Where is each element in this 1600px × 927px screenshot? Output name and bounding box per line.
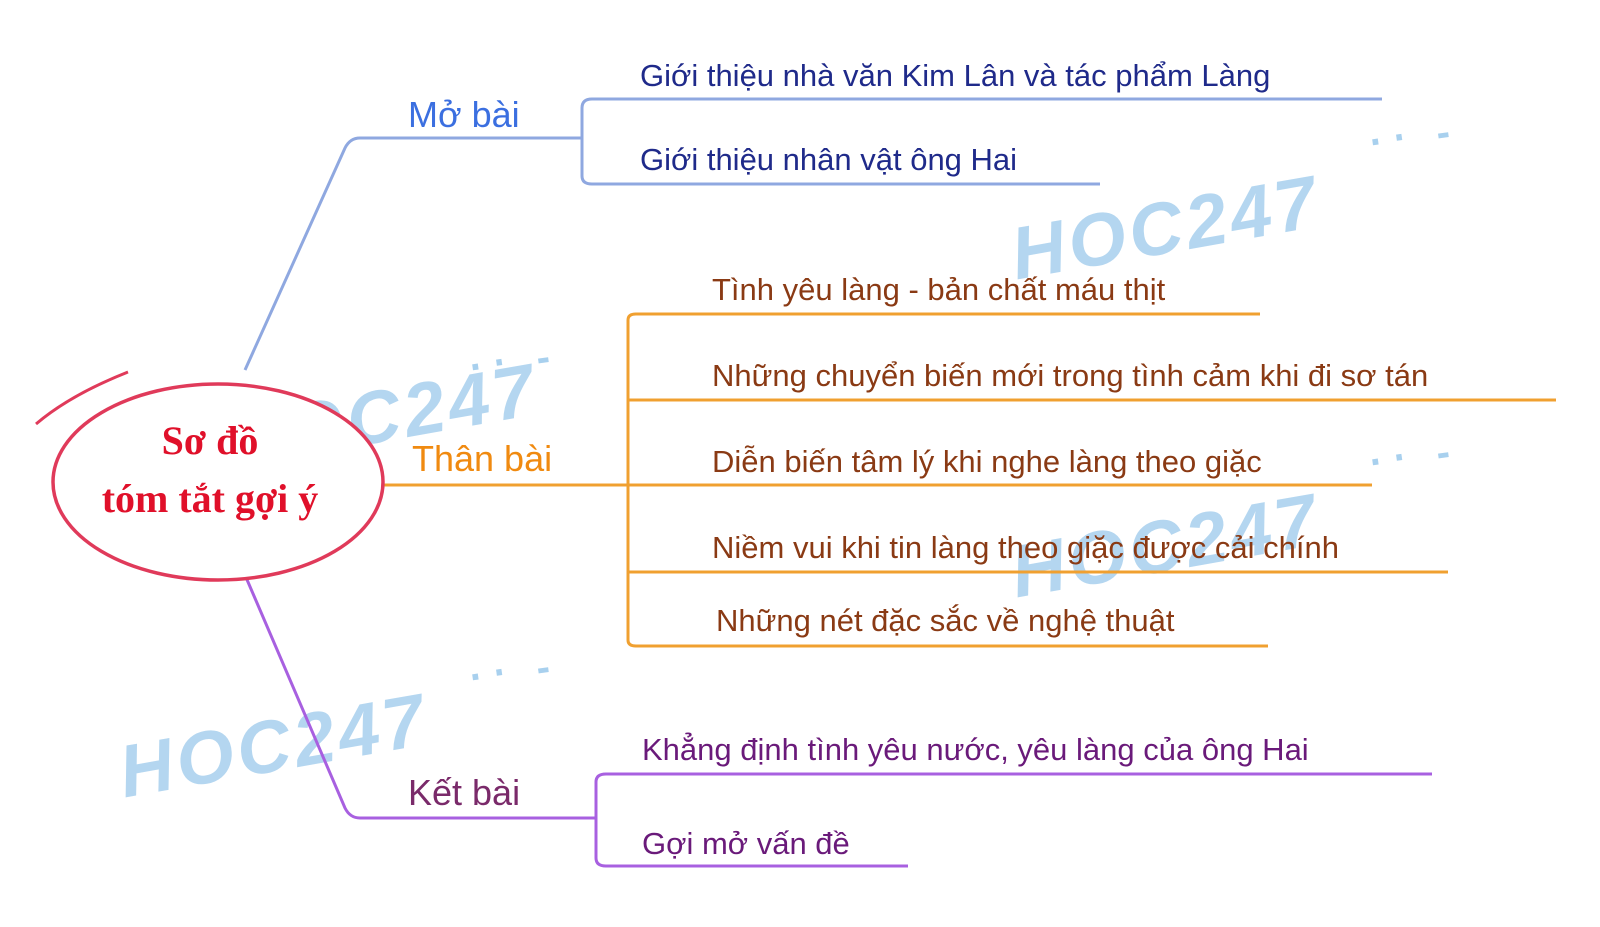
ket-bai-item-1: Khẳng định tình yêu nước, yêu làng của ô… [642,732,1309,767]
branch-label-ket-bai: Kết bài [408,772,521,813]
than-bai-line-1 [626,312,1260,321]
center-ellipse [51,382,385,582]
ket-bai-trunk [243,574,596,820]
center-node [35,370,385,582]
than-bai-item-5: Những nét đặc sắc về nghệ thuật [716,603,1175,638]
mo-bai-fork [580,97,1382,138]
center-title: Sơ đồ tóm tắt gợi ý [60,412,360,528]
center-title-line-2: tóm tắt gợi ý [101,476,319,521]
branch-label-mo-bai: Mở bài [408,94,520,135]
ket-bai-connectors [243,574,1432,868]
than-bai-line-5 [626,639,1268,648]
ket-bai-fork [594,772,1432,818]
mo-bai-fork-2 [580,138,1100,186]
ket-bai-item-2: Gợi mở vấn đề [642,826,850,861]
than-bai-item-2: Những chuyển biến mới trong tình cảm khi… [712,358,1429,393]
than-bai-connectors [378,312,1556,648]
mo-bai-connectors [243,97,1382,371]
ket-bai-fork-2 [594,818,908,868]
than-bai-item-4: Niềm vui khi tin làng theo giặc được cải… [712,530,1339,565]
mo-bai-trunk [243,136,582,371]
than-bai-item-1: Tình yêu làng - bản chất máu thịt [712,272,1166,307]
center-ellipse-tail [35,370,129,426]
than-bai-item-3: Diễn biến tâm lý khi nghe làng theo giặc [712,444,1262,479]
center-title-line-1: Sơ đồ [161,418,259,463]
branch-label-than-bai: Thân bài [412,438,553,479]
mo-bai-item-2: Giới thiệu nhân vật ông Hai [640,142,1018,177]
mo-bai-item-1: Giới thiệu nhà văn Kim Lân và tác phẩm L… [640,58,1271,93]
